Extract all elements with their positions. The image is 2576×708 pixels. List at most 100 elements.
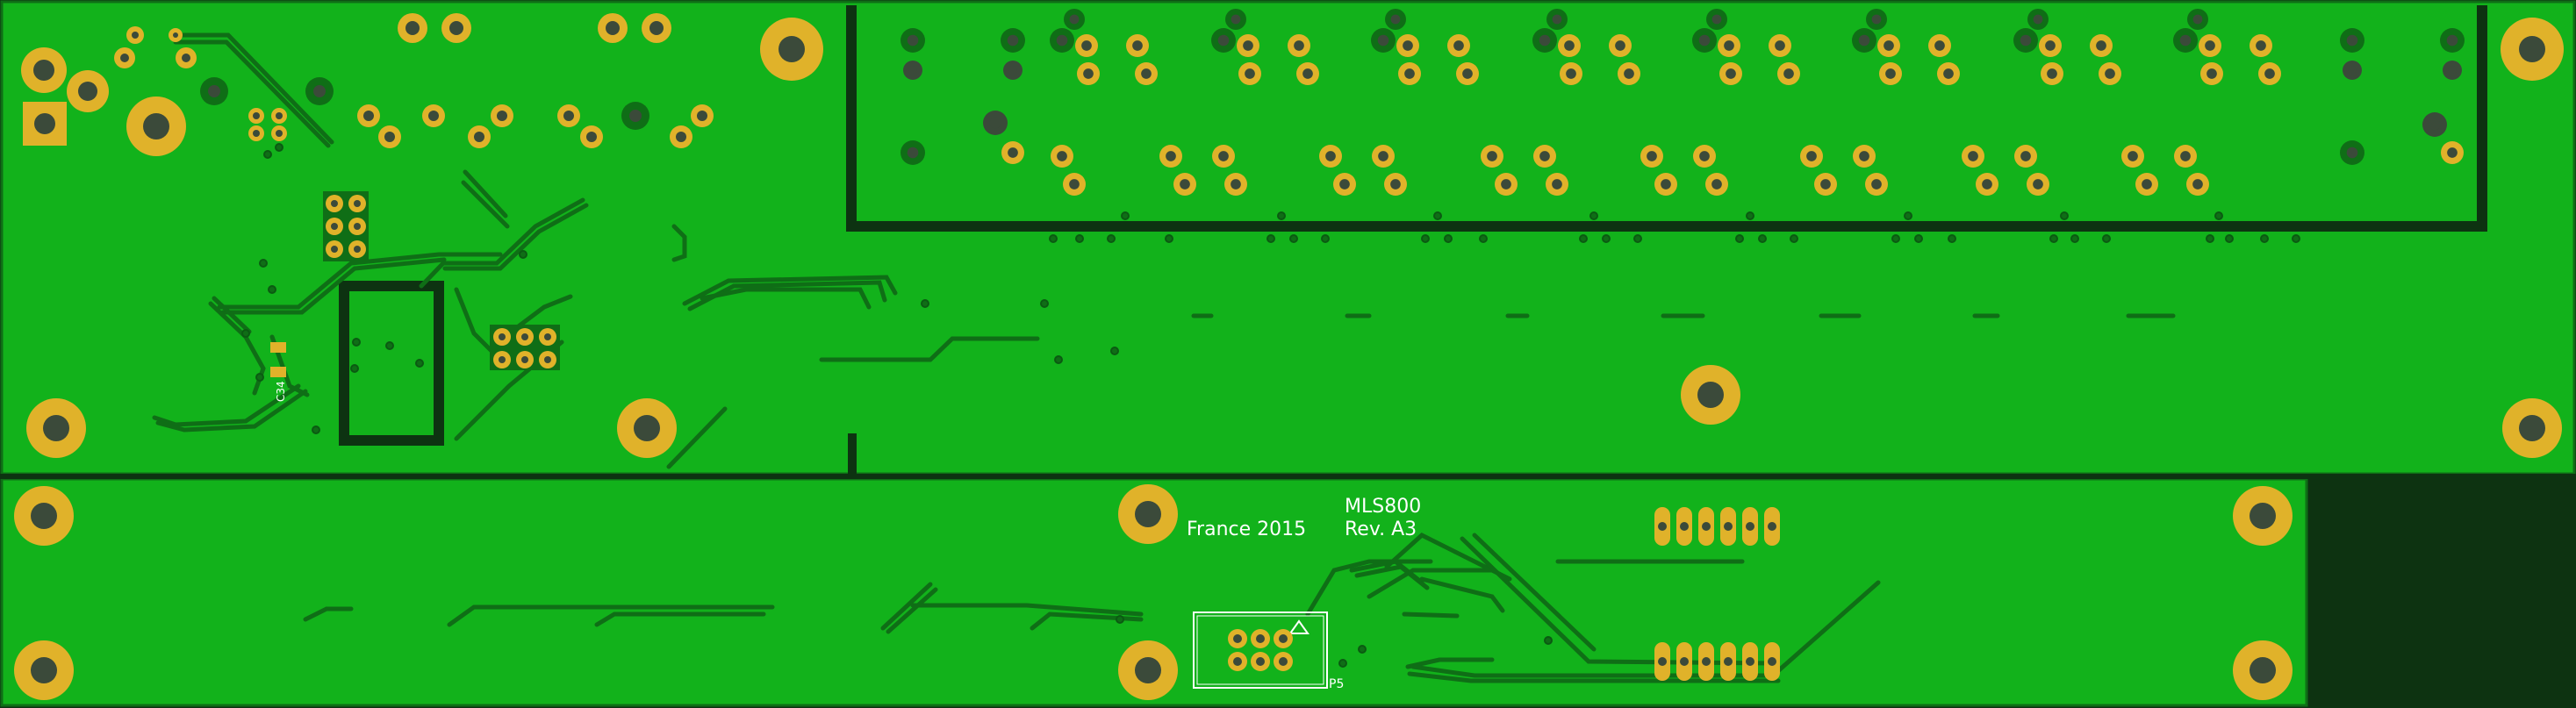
frame-component <box>339 281 444 446</box>
switch-pad <box>1126 34 1149 57</box>
switch-pad <box>1928 34 1951 57</box>
switch-pad <box>1706 9 1727 30</box>
switch-pad <box>1937 62 1960 85</box>
oblong-pad <box>1764 642 1780 681</box>
switch-pad <box>1769 34 1791 57</box>
mounting-hole <box>760 18 823 81</box>
switch-pad-array <box>901 9 2465 196</box>
switch-pad <box>1560 62 1582 85</box>
switch-pad <box>1372 145 1395 168</box>
switch-pad <box>1877 34 1900 57</box>
switch-pad <box>2039 34 2062 57</box>
switch-pad <box>2135 173 2158 196</box>
switch-pad <box>1814 173 1837 196</box>
switch-pad <box>1800 145 1823 168</box>
capacitor-ref-label: C34 <box>275 381 287 402</box>
switch-pad <box>2258 62 2281 85</box>
switch-pad <box>983 111 1008 135</box>
mounting-hole <box>14 640 74 700</box>
switch-pad <box>2041 62 2063 85</box>
switch-pad <box>1003 61 1023 80</box>
mounting-holes <box>14 18 2564 700</box>
switch-pad <box>1063 173 1086 196</box>
enclosure-stub <box>848 433 857 474</box>
oblong-pad <box>1676 507 1692 546</box>
mounting-hole <box>2233 486 2293 546</box>
switch-pad <box>2340 28 2364 53</box>
switch-pad <box>2014 145 2037 168</box>
switch-pad <box>1159 145 1182 168</box>
switch-pad <box>1879 62 1902 85</box>
switch-pad <box>1225 9 1246 30</box>
switch-pad <box>1064 9 1085 30</box>
switch-pad <box>2186 173 2209 196</box>
switch-pad <box>1865 173 1888 196</box>
switch-pad <box>1609 34 1632 57</box>
via-group <box>241 143 2300 668</box>
switch-pad <box>1558 34 1581 57</box>
capacitor-c34: C34 <box>270 342 287 402</box>
oblong-pad <box>1698 642 1714 681</box>
mounting-hole <box>617 398 677 458</box>
oblong-pad <box>1764 507 1780 546</box>
switch-pad <box>1693 145 1716 168</box>
switch-pad <box>2090 34 2113 57</box>
mounting-hole <box>26 398 86 458</box>
mounting-hole <box>2501 18 2564 81</box>
oblong-pad <box>1742 642 1758 681</box>
board-split-line <box>0 474 2576 479</box>
switch-pad <box>2027 9 2049 30</box>
switch-pad <box>1495 173 1518 196</box>
mounting-hole <box>1118 484 1178 544</box>
switch-pad <box>1853 145 1876 168</box>
mounting-hole <box>1118 640 1178 700</box>
switch-pad <box>1296 62 1319 85</box>
silk-model: MLS800 <box>1345 496 1421 518</box>
switch-pad <box>1237 34 1259 57</box>
top-board-copper <box>0 0 2576 476</box>
switch-pad <box>1962 145 1984 168</box>
switch-pad <box>1075 34 1098 57</box>
switch-pad <box>1319 145 1342 168</box>
switch-pad <box>1333 173 1356 196</box>
switch-pad <box>1001 141 1024 164</box>
oblong-pad <box>1676 642 1692 681</box>
switch-pad <box>1866 9 1887 30</box>
connector-pads <box>1654 507 1780 681</box>
switch-pad <box>1384 173 1407 196</box>
switch-pad <box>1212 145 1235 168</box>
switch-pad <box>1546 173 1568 196</box>
switch-pad <box>2174 145 2197 168</box>
oblong-pad <box>1698 507 1714 546</box>
switch-pad <box>2343 61 2362 80</box>
silk-revision: Rev. A3 <box>1345 518 1417 540</box>
switch-pad <box>2027 173 2049 196</box>
oblong-pad <box>1654 507 1670 546</box>
silk-country-year: France 2015 <box>1187 518 1306 540</box>
switch-pad <box>2099 62 2121 85</box>
switch-pad <box>2340 140 2364 165</box>
switch-pad <box>1077 62 1100 85</box>
switch-pad <box>1211 28 1236 53</box>
oblong-pad <box>1742 507 1758 546</box>
switch-pad <box>2121 145 2144 168</box>
switch-pad <box>2187 9 2208 30</box>
switch-pad <box>1777 62 1800 85</box>
switch-pad <box>1396 34 1419 57</box>
oblong-pad <box>1654 642 1670 681</box>
switch-pad <box>2199 34 2221 57</box>
switch-pad <box>1640 145 1663 168</box>
switch-pad <box>1705 173 1728 196</box>
switch-pad <box>1533 145 1556 168</box>
switch-pad <box>1654 173 1677 196</box>
switch-pad <box>2422 112 2447 137</box>
switch-pad <box>1692 28 1717 53</box>
mounting-hole <box>14 486 74 546</box>
connector-p5: P5 <box>1193 611 1344 691</box>
switch-pad <box>2443 61 2462 80</box>
switch-pad <box>1238 62 1261 85</box>
through-hole-pads <box>21 13 714 148</box>
oblong-pad <box>1720 642 1736 681</box>
switch-pad <box>1447 34 1470 57</box>
